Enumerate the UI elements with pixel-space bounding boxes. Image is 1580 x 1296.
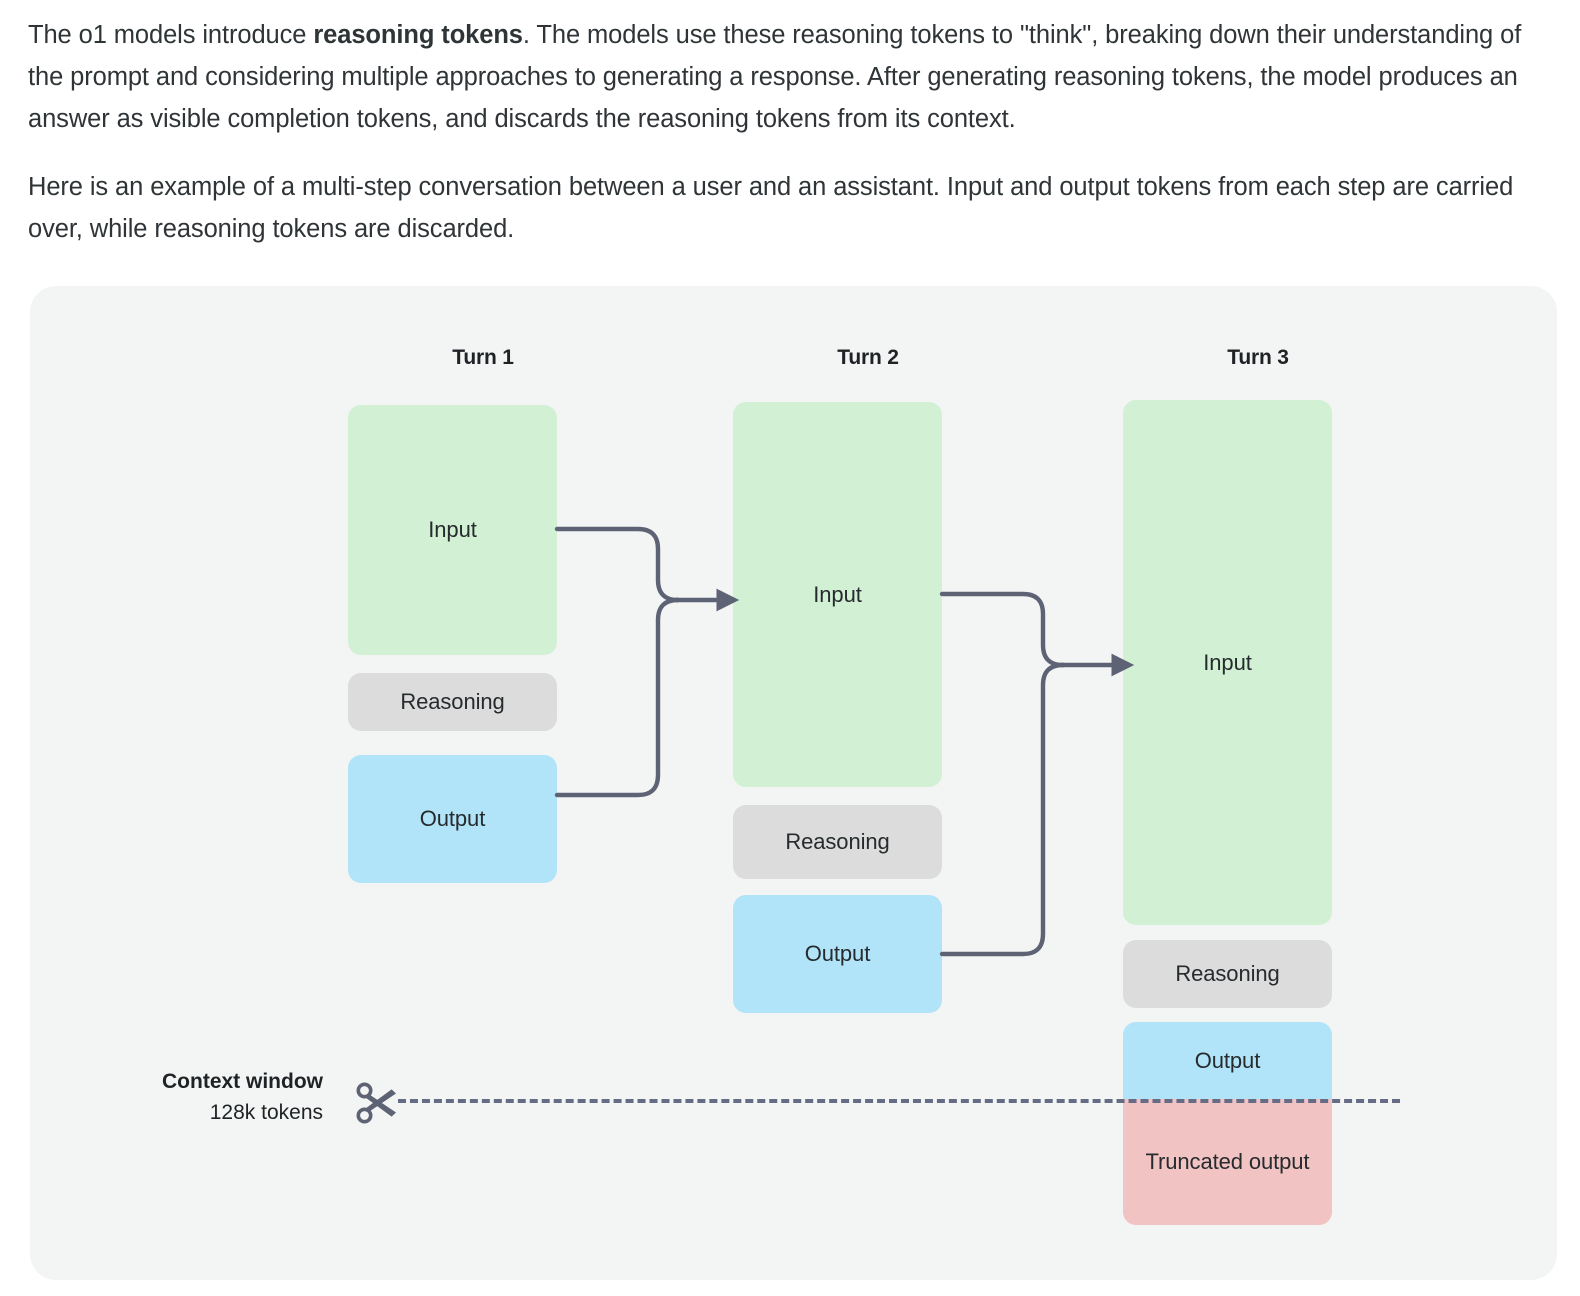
connector-turn1-to-turn2 <box>554 526 740 798</box>
context-window-cut-line <box>398 1099 1400 1103</box>
article-body: The o1 models introduce reasoning tokens… <box>28 14 1550 276</box>
context-window-title: Context window <box>162 1070 323 1093</box>
turn-1-label: Turn 1 <box>452 346 514 369</box>
paragraph-reasoning-tokens: The o1 models introduce reasoning tokens… <box>28 14 1550 140</box>
reasoning-tokens-emphasis: reasoning tokens <box>313 21 523 49</box>
turn-3-label: Turn 3 <box>1227 346 1289 369</box>
turn-3-output-block[interactable]: Output <box>1123 1022 1332 1099</box>
turn-1-output-block[interactable]: Output <box>348 755 557 883</box>
turn-1-reasoning-block[interactable]: Reasoning <box>348 673 557 731</box>
turn-2-input-block[interactable]: Input <box>733 402 942 787</box>
turn-2-output-block[interactable]: Output <box>733 895 942 1013</box>
multi-turn-token-diagram: Turn 1 Turn 2 Turn 3 Input Reasoning Out… <box>30 286 1557 1280</box>
turn-3-truncated-output-block[interactable]: Truncated output <box>1123 1099 1332 1225</box>
reasoning-token-diagram-card: Turn 1 Turn 2 Turn 3 Input Reasoning Out… <box>30 286 1557 1280</box>
turn-3-input-block[interactable]: Input <box>1123 400 1332 925</box>
turn-1-input-block[interactable]: Input <box>348 405 557 655</box>
scissors-icon <box>356 1082 396 1124</box>
turn-2-reasoning-block[interactable]: Reasoning <box>733 805 942 879</box>
connector-turn2-to-turn3 <box>939 591 1135 957</box>
turn-2-label: Turn 2 <box>837 346 899 369</box>
paragraph-1-rest: . The models use these reasoning tokens … <box>28 21 1522 133</box>
paragraph-1-lead: The o1 models introduce <box>28 21 314 49</box>
context-window-label: Context window 128k tokens <box>30 1066 323 1128</box>
paragraph-multi-step-example: Here is an example of a multi-step conve… <box>28 173 1514 243</box>
context-window-size: 128k tokens <box>209 1101 323 1124</box>
turn-3-reasoning-block[interactable]: Reasoning <box>1123 940 1332 1008</box>
